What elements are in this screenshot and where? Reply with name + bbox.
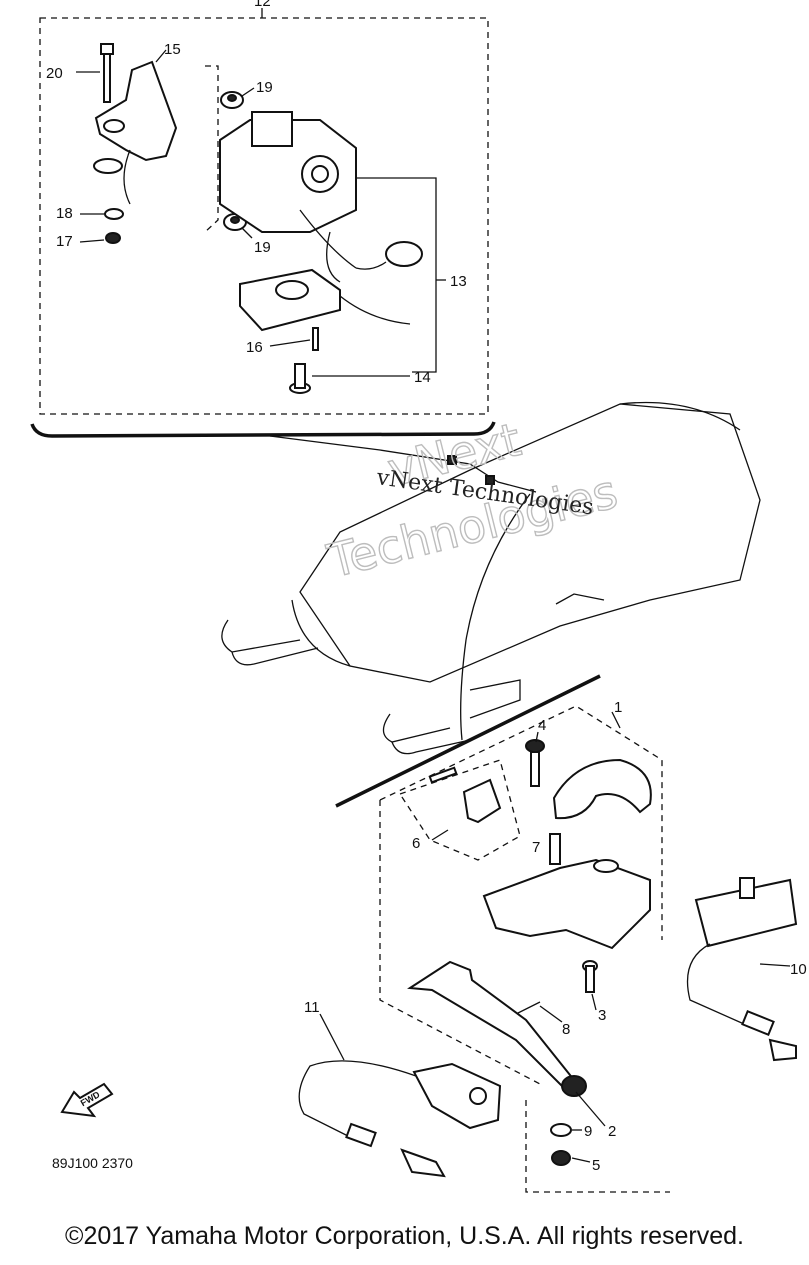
- callout-2: 2: [608, 1123, 616, 1140]
- callout-3: 3: [598, 1007, 606, 1024]
- callout-16: 16: [246, 339, 263, 356]
- assembly-1-box: [379, 705, 663, 1085]
- harness-wire: [269, 435, 537, 493]
- callout-13: 13: [450, 273, 467, 290]
- callout-11: 11: [304, 999, 320, 1016]
- clamp-6: [428, 766, 502, 824]
- callout-4: 4: [538, 717, 546, 734]
- callout-1: 1: [614, 699, 622, 716]
- callout-9: 9: [584, 1123, 592, 1140]
- callout-18: 18: [56, 205, 73, 222]
- washer-9: [550, 1123, 572, 1137]
- harness-wire-down: [460, 493, 531, 741]
- pin-16: [312, 327, 319, 351]
- bracket-15: [93, 60, 178, 205]
- bolt-20: [100, 43, 114, 103]
- callout-7: 7: [532, 839, 540, 856]
- handlebar-bar: [335, 674, 601, 808]
- grip-cover: [552, 758, 652, 820]
- forward-arrow-icon: FWD: [60, 1082, 114, 1118]
- nut-17: [105, 232, 121, 244]
- callout-6: 6: [412, 835, 420, 852]
- brake-switch-11: [298, 1060, 502, 1178]
- callout-14: 14: [414, 369, 431, 386]
- screw-14: [289, 363, 311, 394]
- mounting-plate: [239, 268, 411, 332]
- parts-diagram: vNext Technologies vNext Technologies: [30, 0, 807, 1193]
- callout-19-upper: 19: [256, 79, 273, 96]
- control-unit-13: [219, 111, 423, 283]
- bolt-4: [525, 739, 545, 787]
- assembly-12-box: [30, 8, 496, 438]
- callout-20: 20: [46, 65, 63, 82]
- switch-10: [686, 877, 798, 1062]
- callout-19-lower: 19: [254, 239, 271, 256]
- brake-lever-2: [407, 960, 587, 1097]
- callout-17: 17: [56, 233, 73, 250]
- grommet-19-upper: [220, 91, 244, 109]
- callout-12: 12: [254, 0, 271, 10]
- lever-bracket: [482, 858, 651, 950]
- spring-7: [549, 833, 561, 865]
- group-6-box: [398, 759, 521, 861]
- callout-5: 5: [592, 1157, 600, 1174]
- diagram-code: 89J100 2370: [52, 1155, 133, 1171]
- screw-3: [582, 960, 598, 993]
- snowmobile-outline: [221, 401, 761, 755]
- nut-5: [551, 1150, 571, 1166]
- washer-18: [104, 208, 124, 220]
- callout-15: 15: [164, 41, 181, 58]
- callout-10: 10: [790, 961, 807, 978]
- copyright-notice: ©2017 Yamaha Motor Corporation, U.S.A. A…: [65, 1222, 744, 1250]
- callout-8: 8: [562, 1021, 570, 1038]
